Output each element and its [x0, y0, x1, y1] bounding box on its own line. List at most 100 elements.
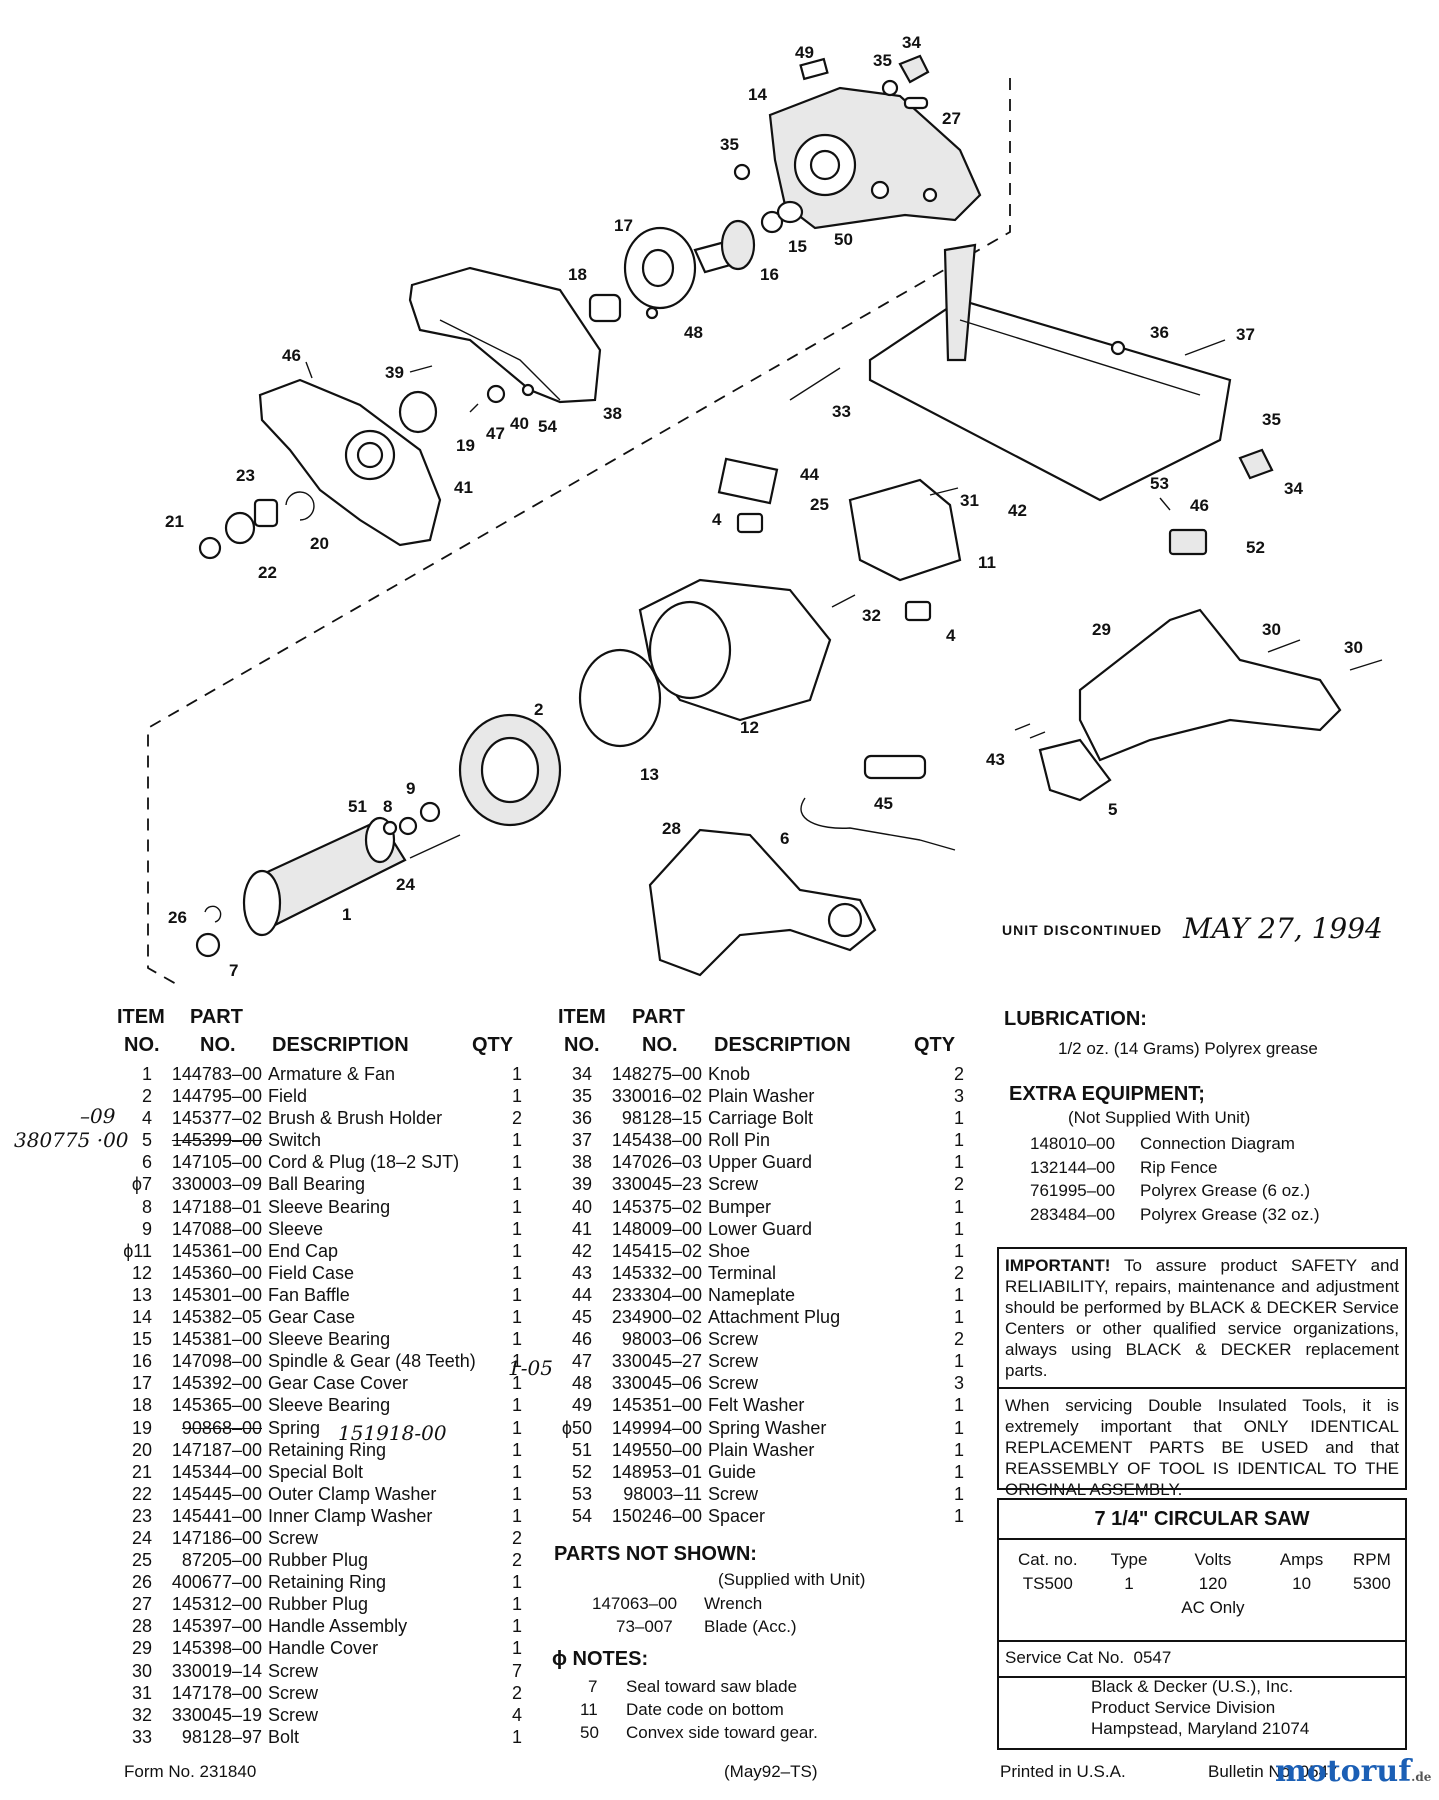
part-quantity: 2 — [953, 1262, 964, 1283]
part-quantity: 1 — [953, 1351, 964, 1372]
item-number: 44 — [571, 1284, 592, 1305]
part-description: Terminal — [708, 1262, 777, 1283]
item-number: 33 — [131, 1726, 152, 1747]
shoe — [868, 243, 1232, 502]
part-quantity: 2 — [511, 1108, 522, 1129]
callout-5: 5 — [1108, 800, 1117, 819]
company-line-1: Black & Decker (U.S.), Inc. — [1091, 1677, 1294, 1696]
part-number: 233304–00 — [611, 1284, 702, 1305]
part-quantity: 1 — [953, 1130, 964, 1151]
item-number: 31 — [131, 1682, 152, 1703]
bolt-33 — [789, 367, 841, 401]
spec-v-amps: 10 — [1292, 1574, 1312, 1593]
spec-h-volts: Volts — [1194, 1550, 1232, 1569]
spec-v-type: 1 — [1124, 1574, 1134, 1593]
part-number: 145301–00 — [171, 1284, 262, 1305]
part-quantity: 1 — [511, 1130, 522, 1151]
part-description: Nameplate — [708, 1284, 796, 1305]
extra-description: Connection Diagram — [1140, 1134, 1295, 1153]
callout-34: 34 — [1284, 479, 1303, 498]
right-part-header: PART — [632, 1006, 685, 1028]
extra-part-number: 761995–00 — [1030, 1181, 1116, 1200]
part-quantity: 1 — [953, 1307, 964, 1328]
spec-h-type: Type — [1110, 1550, 1148, 1569]
part-description: Special Bolt — [268, 1461, 364, 1482]
part-number: 145375–02 — [611, 1196, 702, 1217]
part-quantity: 1 — [511, 1417, 522, 1438]
callout-2: 2 — [534, 700, 543, 719]
part-quantity: 1 — [511, 1395, 522, 1416]
part-quantity: 1 — [511, 1616, 522, 1637]
part-quantity: 1 — [511, 1572, 522, 1593]
part-number: 330045–27 — [611, 1351, 702, 1372]
part-number: 145438–00 — [611, 1130, 702, 1151]
callout-1: 1 — [342, 905, 351, 924]
lubrication-text: 1/2 oz. (14 Grams) Polyrex grease — [1058, 1039, 1318, 1058]
part-quantity: 1 — [953, 1395, 964, 1416]
extra-equipment-subtitle: (Not Supplied With Unit) — [1068, 1108, 1251, 1127]
callout-46: 46 — [282, 346, 301, 365]
part-quantity: 1 — [953, 1284, 964, 1305]
right-no-header: NO. — [564, 1034, 600, 1056]
note-num-2: 11 — [580, 1700, 598, 1719]
item-number: 52 — [571, 1461, 592, 1482]
part-description: Handle Assembly — [268, 1616, 408, 1637]
callout-21: 21 — [165, 512, 184, 531]
screw-24 — [409, 834, 461, 859]
part-number: 147187–00 — [171, 1439, 262, 1460]
callout-54: 54 — [538, 417, 557, 436]
blade-clamp-parts — [198, 491, 315, 560]
part-number: 330045–06 — [611, 1373, 702, 1394]
product-title: 7 1/4" CIRCULAR SAW — [999, 1500, 1405, 1540]
retaining-ring-26 — [204, 905, 222, 923]
part-quantity: 1 — [953, 1108, 964, 1129]
sleeve-bearing — [588, 293, 622, 323]
screw-30a — [1267, 639, 1301, 653]
part-quantity: 3 — [953, 1086, 964, 1107]
item-number: 28 — [131, 1616, 152, 1637]
product-box: 7 1/4" CIRCULAR SAW Cat. no. Type Volts … — [997, 1498, 1407, 1750]
gear-case — [768, 86, 982, 230]
cord — [800, 797, 956, 851]
part-quantity: 2 — [511, 1550, 522, 1571]
company-line-3: Hampstead, Maryland 21074 — [1091, 1719, 1310, 1738]
part-quantity: 4 — [511, 1704, 522, 1725]
part-description: Sleeve Bearing — [268, 1196, 391, 1217]
part-quantity: 1 — [953, 1439, 964, 1460]
callout-27: 27 — [942, 109, 961, 128]
handwritten-note-4: 151918-00 — [338, 1421, 447, 1445]
part-number: 98003–11 — [623, 1483, 702, 1504]
part-description: Sleeve Bearing — [268, 1395, 391, 1416]
watermark-text: motoruf — [1275, 1754, 1412, 1789]
part-number: 147188–01 — [171, 1196, 262, 1217]
item-number: 40 — [571, 1196, 592, 1217]
part-number: 145312–00 — [171, 1594, 262, 1615]
part-number: 145399–00 — [171, 1130, 262, 1151]
part-description: Guide — [708, 1461, 757, 1482]
parts-row: 44 233304–00 Nameplate 1 — [556, 1284, 964, 1306]
callout-4: 4 — [712, 510, 722, 529]
plain-washer-top — [881, 79, 899, 97]
double-insulated-text: When servicing Double Insulated Tools, i… — [1005, 1396, 1399, 1499]
handwritten-note-3: 1-05 — [508, 1356, 553, 1380]
fan-baffle — [578, 648, 662, 748]
item-number: 22 — [131, 1483, 152, 1504]
watermark-tld: .de — [1411, 1770, 1432, 1784]
part-quantity: 1 — [511, 1152, 522, 1173]
part-description: Inner Clamp Washer — [268, 1505, 433, 1526]
item-number: 54 — [571, 1505, 592, 1526]
important-text: IMPORTANT! To assure product SAFETY and … — [1005, 1255, 1399, 1381]
item-number: 51 — [571, 1439, 592, 1460]
callout-51: 51 — [348, 797, 367, 816]
